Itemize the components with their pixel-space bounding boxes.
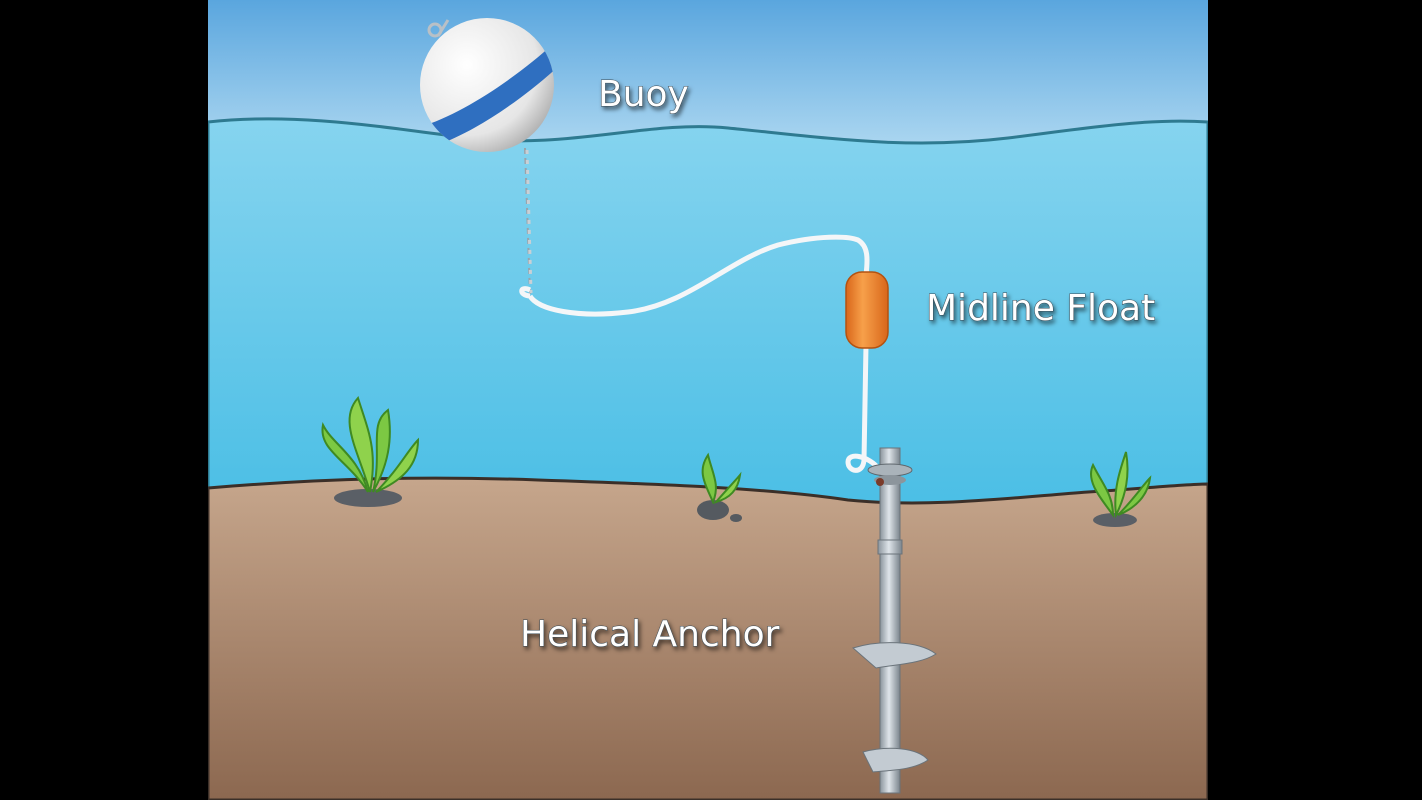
midline-float xyxy=(845,271,889,349)
rope-hook xyxy=(519,286,532,299)
seaweed-left xyxy=(321,396,420,507)
mooring-rope xyxy=(527,234,882,473)
chain xyxy=(524,147,533,296)
midline-float-label: Midline Float xyxy=(926,288,1155,329)
right-letterbox xyxy=(1208,0,1422,800)
seaweed-right xyxy=(1090,451,1152,527)
buoy xyxy=(420,18,554,152)
mooring-diagram: Buoy Midline Float Helical Anchor xyxy=(208,0,1208,800)
buoy-stripe xyxy=(420,30,554,150)
helical-anchor-label: Helical Anchor xyxy=(520,614,780,655)
helical-anchor xyxy=(852,447,937,794)
buoy-label: Buoy xyxy=(598,74,689,115)
left-letterbox xyxy=(0,0,208,800)
seaweed-middle xyxy=(697,452,742,522)
